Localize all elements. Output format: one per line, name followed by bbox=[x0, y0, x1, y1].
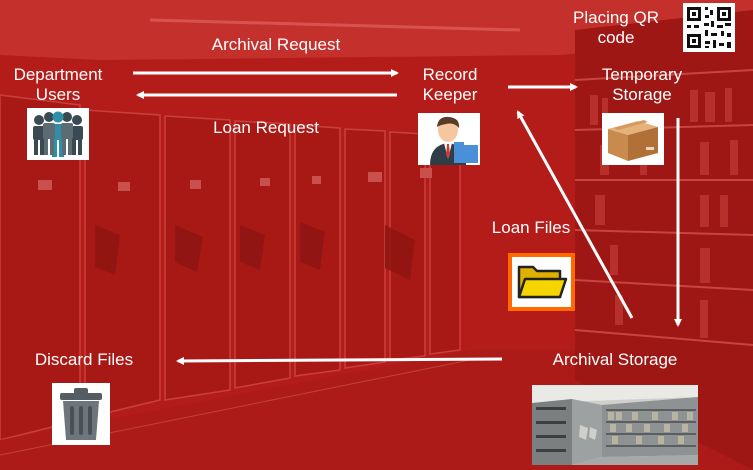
archive-shelves-photo bbox=[532, 385, 698, 465]
discard-files-label: Discard Files bbox=[34, 350, 134, 369]
placing-qr-label: Placing QR code bbox=[573, 8, 659, 47]
loan-request-label: Loan Request bbox=[213, 118, 319, 137]
archival-storage-label: Archival Storage bbox=[552, 350, 678, 369]
loan-files-label: Loan Files bbox=[491, 218, 571, 237]
archival-request-label: Archival Request bbox=[211, 35, 341, 54]
cardboard-box-icon bbox=[602, 113, 664, 165]
record-keeper-label: Record Keeper bbox=[422, 65, 478, 104]
trash-can-icon bbox=[52, 383, 110, 445]
record-keeper-icon bbox=[418, 113, 480, 165]
department-users-label: Department Users bbox=[13, 65, 103, 104]
temporary-storage-label: Temporary Storage bbox=[601, 65, 683, 104]
folder-icon bbox=[508, 253, 575, 311]
qr-code-icon bbox=[683, 3, 735, 52]
users-group-icon bbox=[27, 108, 89, 160]
